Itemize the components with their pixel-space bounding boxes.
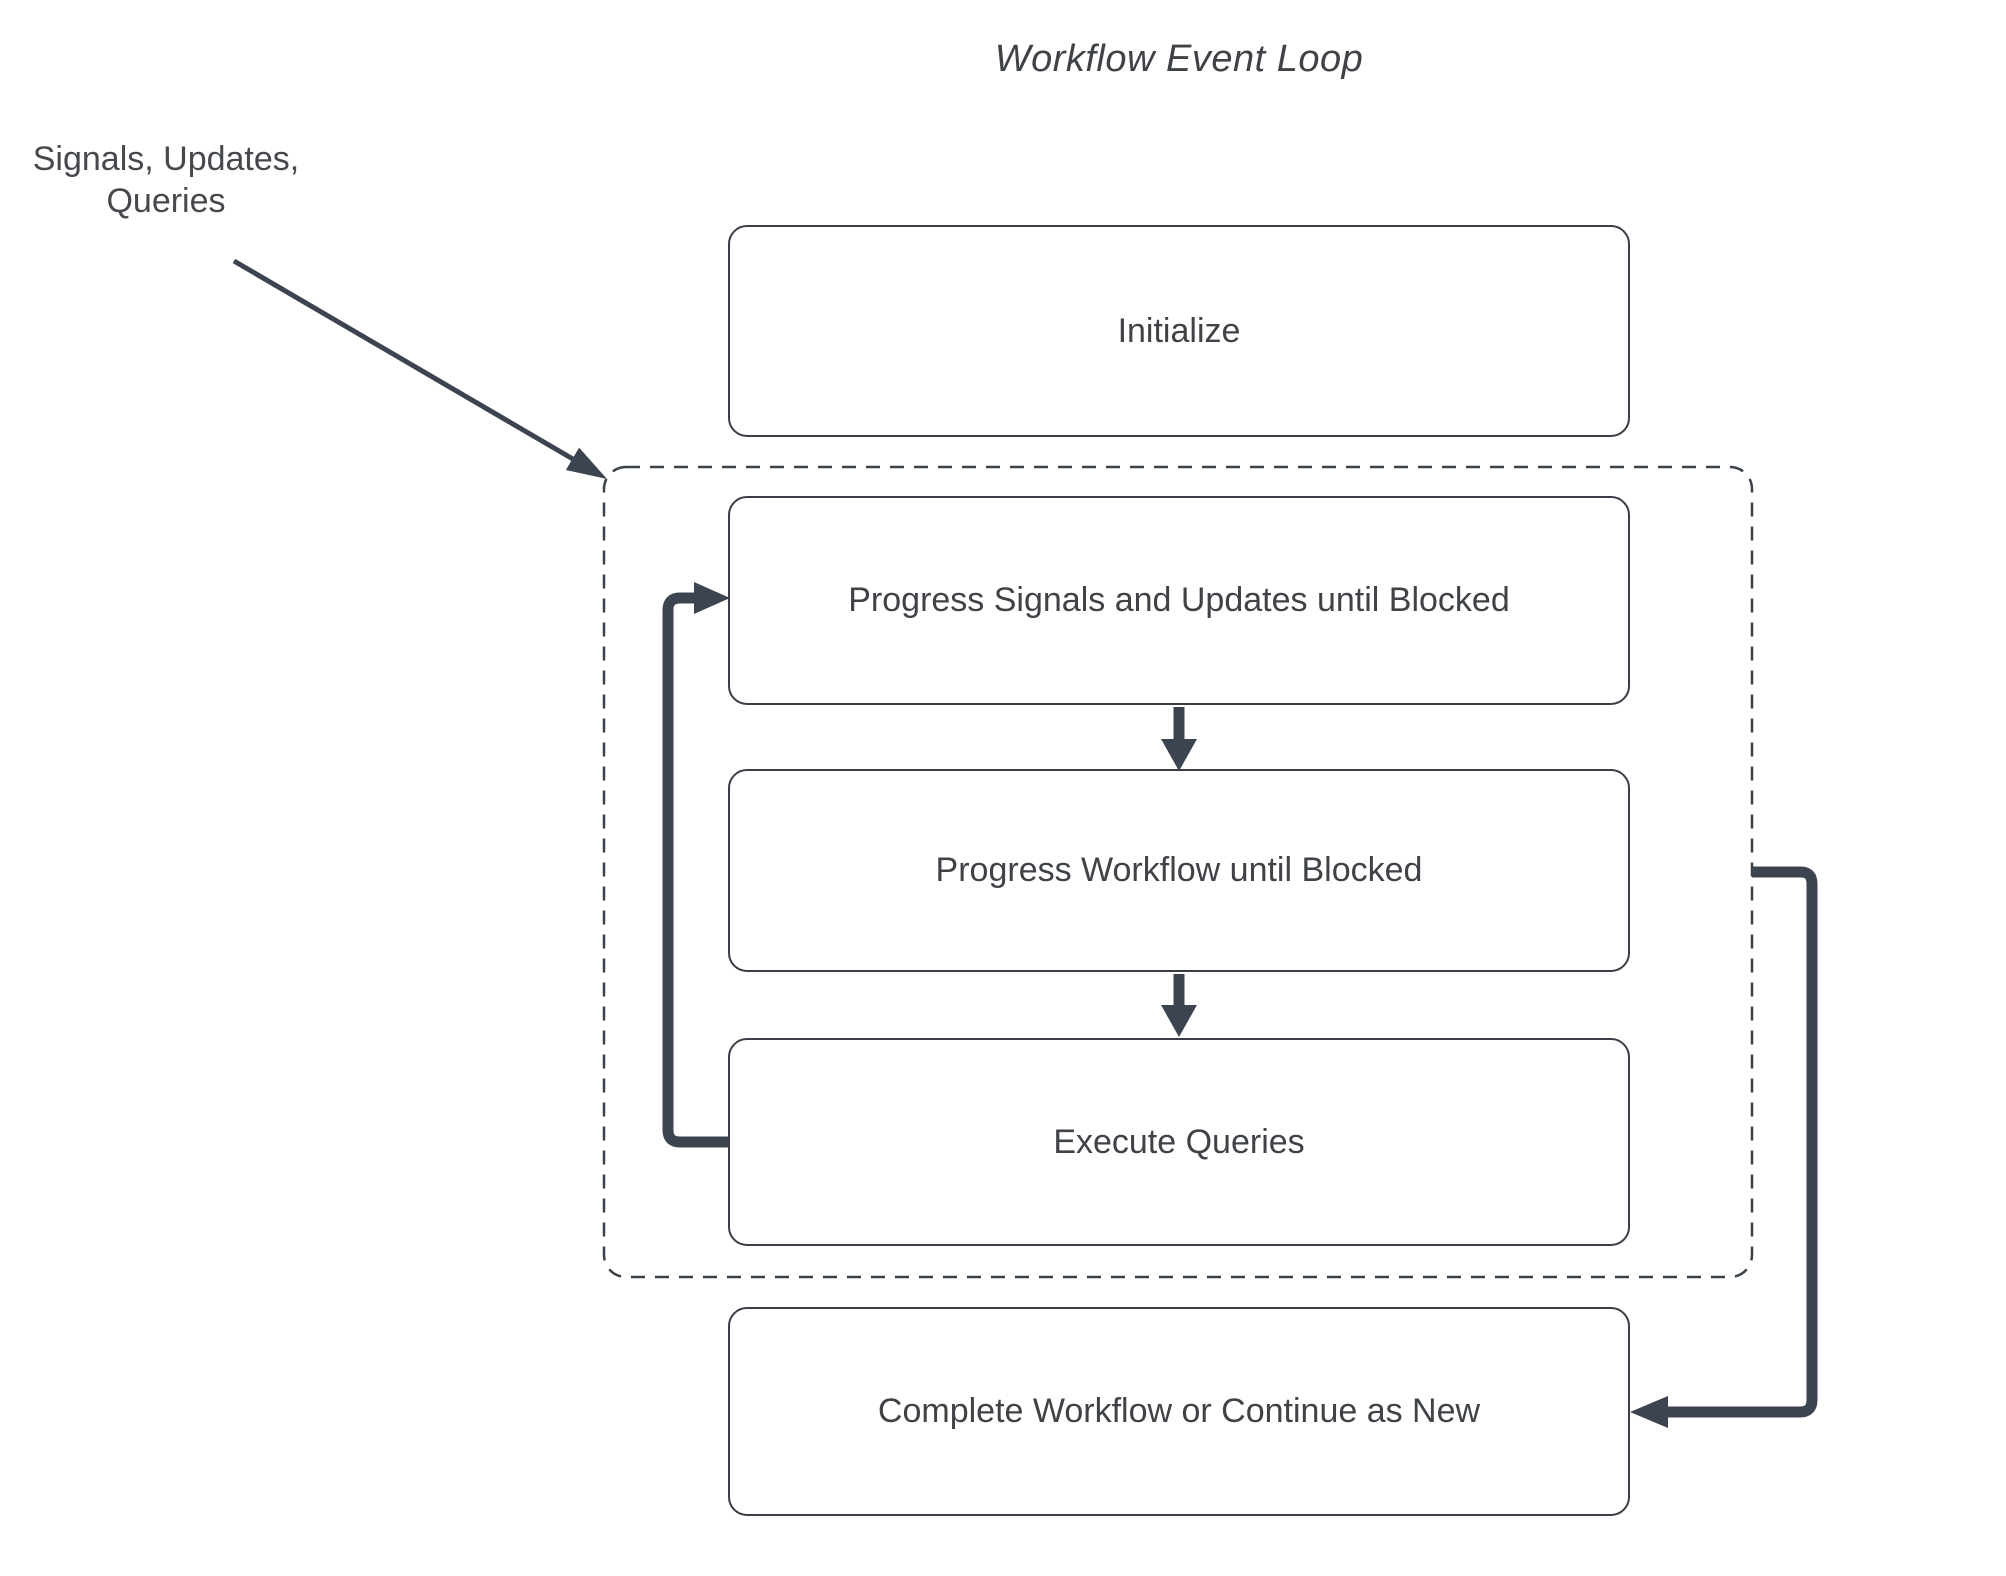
node-execute-queries-label: Execute Queries <box>1053 1122 1305 1161</box>
diagram-title: Workflow Event Loop <box>994 38 1364 80</box>
arrow-execute-queries-to-progress-signals-icon <box>662 582 730 1148</box>
node-progress-signals-and-updates: Progress Signals and Updates until Block… <box>728 496 1630 705</box>
node-initialize-label: Initialize <box>1117 311 1241 350</box>
arrow-progress-signals-to-progress-workflow-icon <box>1161 707 1197 771</box>
arrow-progress-workflow-to-execute-queries-icon <box>1161 974 1197 1037</box>
signals-updates-queries-label: Signals, Updates, Queries <box>21 138 311 222</box>
signals-updates-queries-label-line1: Signals, Updates, <box>32 140 300 178</box>
arrow-event-loop-to-complete-icon <box>1630 866 1818 1428</box>
node-progress-workflow: Progress Workflow until Blocked <box>728 769 1630 972</box>
node-initialize: Initialize <box>728 225 1630 437</box>
node-complete-workflow: Complete Workflow or Continue as New <box>728 1307 1630 1516</box>
signals-updates-queries-label-line2: Queries <box>106 182 226 220</box>
node-progress-signals-and-updates-label: Progress Signals and Updates until Block… <box>848 581 1510 619</box>
arrow-signals-to-event-loop-icon <box>232 258 607 479</box>
node-complete-workflow-label: Complete Workflow or Continue as New <box>877 1392 1481 1430</box>
node-execute-queries: Execute Queries <box>728 1038 1630 1246</box>
node-progress-workflow-label: Progress Workflow until Blocked <box>935 851 1423 889</box>
